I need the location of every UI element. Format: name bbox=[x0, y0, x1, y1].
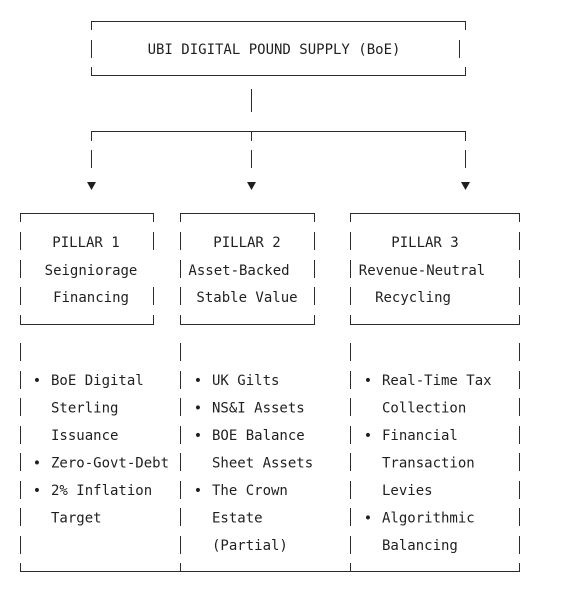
pillar-1-item-line: BoE Digital bbox=[51, 373, 144, 389]
pillar-1-heading: PILLAR 1 bbox=[52, 235, 119, 251]
pillar-3-item-line: Collection bbox=[382, 401, 466, 417]
pillar-2-item-line: UK Gilts bbox=[212, 373, 279, 389]
bullet-icon: • bbox=[364, 511, 372, 527]
pillar-2-item-line: The Crown bbox=[212, 483, 288, 499]
pillar-2-title-line: Asset-Backed bbox=[188, 263, 289, 279]
bullet-icon: • bbox=[194, 373, 202, 389]
bullet-icon: • bbox=[33, 373, 41, 389]
bullet-icon: • bbox=[33, 483, 41, 499]
pillar-2-item-line: (Partial) bbox=[212, 538, 288, 554]
bullet-icon: • bbox=[194, 428, 202, 444]
bullet-icon: • bbox=[194, 401, 202, 417]
pillar-3-item-line: Algorithmic bbox=[382, 511, 475, 527]
bullet-icon: • bbox=[33, 456, 41, 472]
pillar-3-title-line: Revenue-Neutral bbox=[359, 263, 485, 279]
arrow-down-icon bbox=[87, 182, 96, 190]
pillar-2-heading: PILLAR 2 bbox=[213, 235, 280, 251]
pillar-3-title-line: Recycling bbox=[375, 290, 451, 306]
pillar-1-item-line: Issuance bbox=[51, 428, 118, 444]
pillar-2-item-line: NS&I Assets bbox=[212, 401, 305, 417]
pillar-2-item-line: Estate bbox=[212, 511, 263, 527]
root-connector bbox=[87, 89, 470, 190]
detail-dividers bbox=[20, 343, 520, 572]
pillar-1-title-line: Financing bbox=[53, 290, 129, 306]
bullet-icon: • bbox=[194, 483, 202, 499]
bullet-icon: • bbox=[364, 373, 372, 389]
pillar-1-item-line: Sterling bbox=[51, 401, 118, 417]
arrow-down-icon bbox=[247, 182, 256, 190]
arrow-down-icon bbox=[461, 182, 470, 190]
pillar-3-item-line: Financial bbox=[382, 428, 458, 444]
pillar-3-item-line: Balancing bbox=[382, 538, 458, 554]
pillar-3-item-line: Real-Time Tax bbox=[382, 373, 492, 389]
pillar-2-item-line: BOE Balance bbox=[212, 428, 305, 444]
pillar-2-box: PILLAR 2 Asset-Backed Stable Value bbox=[180, 213, 315, 325]
pillar-1-item-line: Zero-Govt-Debt bbox=[51, 456, 169, 472]
pillar-2-item-line: Sheet Assets bbox=[212, 456, 313, 472]
pillar-1-item-line: Target bbox=[51, 511, 102, 527]
pillar-1-box: PILLAR 1 Seigniorage Financing bbox=[20, 213, 154, 325]
root-box: UBI DIGITAL POUND SUPPLY (BoE) bbox=[91, 21, 466, 76]
pillar-2-title-line: Stable Value bbox=[196, 290, 297, 306]
pillar-1-title-line: Seigniorage bbox=[45, 263, 138, 279]
pillar-3-item-line: Levies bbox=[382, 483, 433, 499]
bullet-icon: • bbox=[364, 428, 372, 444]
pillar-3-box: PILLAR 3 Revenue-Neutral Recycling bbox=[350, 213, 520, 325]
pillar-3-heading: PILLAR 3 bbox=[391, 235, 458, 251]
pillar-3-item-line: Transaction bbox=[382, 456, 475, 472]
detail-frame bbox=[20, 343, 520, 572]
pillar-1-item-line: 2% Inflation bbox=[51, 483, 152, 499]
root-title: UBI DIGITAL POUND SUPPLY (BoE) bbox=[148, 42, 401, 58]
